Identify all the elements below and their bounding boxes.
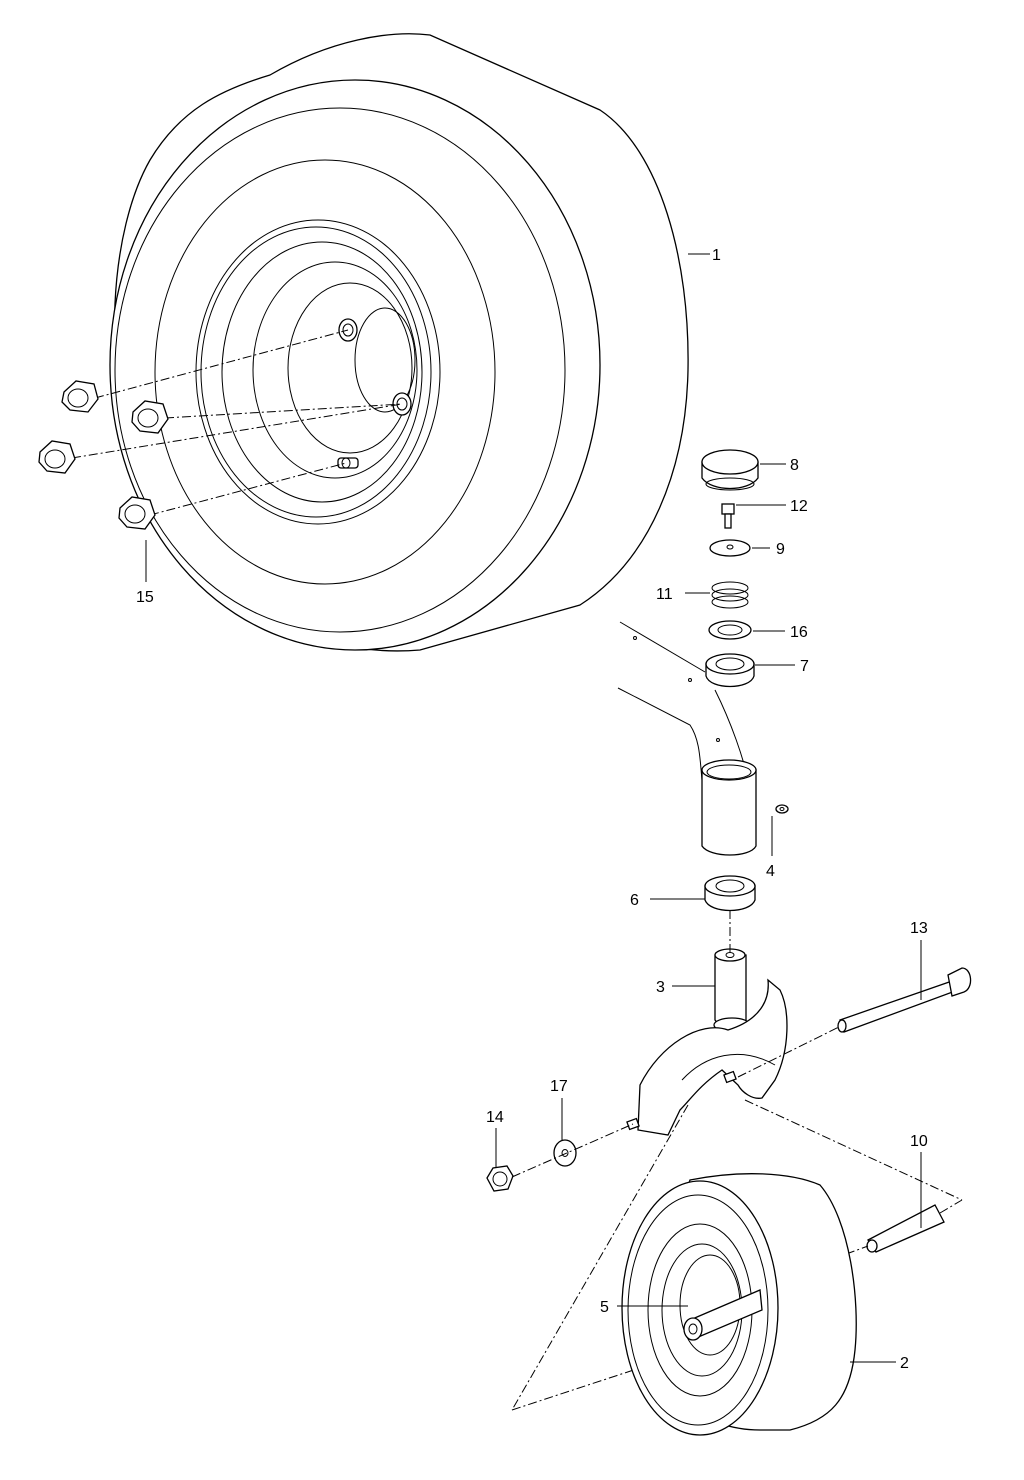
lug-nut <box>131 400 169 434</box>
callout-1: 1 <box>712 247 721 264</box>
lug-nut <box>38 440 76 474</box>
lug-nuts <box>38 380 169 530</box>
callout-3: 3 <box>656 979 665 996</box>
callout-12: 12 <box>790 498 808 515</box>
callout-4: 4 <box>766 863 775 880</box>
bearing-upper <box>705 653 755 688</box>
callout-17: 17 <box>550 1078 568 1095</box>
callout-14: 14 <box>486 1109 504 1126</box>
bolt-small <box>721 503 735 529</box>
grease-fitting <box>775 804 789 814</box>
callout-13: 13 <box>910 920 928 937</box>
callout-10: 10 <box>910 1133 928 1150</box>
callout-16: 16 <box>790 624 808 641</box>
lug-nut-alignment-lines <box>71 329 403 516</box>
callouts: 1 2 3 4 5 6 7 8 9 10 11 12 13 14 15 16 1… <box>136 247 928 1372</box>
lug-nut <box>118 496 156 530</box>
callout-8: 8 <box>790 457 799 474</box>
spring-ring <box>711 581 749 609</box>
small-caster-wheel <box>621 1173 857 1436</box>
lug-nut <box>61 380 99 413</box>
caster-fork <box>626 910 788 1136</box>
dust-cap <box>701 449 759 491</box>
axle <box>829 1199 963 1261</box>
callout-6: 6 <box>630 892 639 909</box>
callout-5: 5 <box>600 1299 609 1316</box>
washer-9 <box>709 539 751 557</box>
bearing-lower <box>704 875 756 912</box>
large-wheel-assembly <box>109 33 689 652</box>
nut-14 <box>486 1165 514 1192</box>
long-bolt <box>737 967 972 1078</box>
callout-2: 2 <box>900 1355 909 1372</box>
callout-15: 15 <box>136 589 154 606</box>
callout-9: 9 <box>776 541 785 558</box>
callout-7: 7 <box>800 658 809 675</box>
sleeve-tube <box>701 759 757 856</box>
leader-lines <box>145 253 922 1363</box>
fork-projection-lines <box>511 1099 963 1411</box>
washer-16 <box>708 620 752 640</box>
callout-11: 11 <box>656 586 673 603</box>
nut-alignment-line <box>511 1123 634 1178</box>
washer-17 <box>553 1139 577 1167</box>
